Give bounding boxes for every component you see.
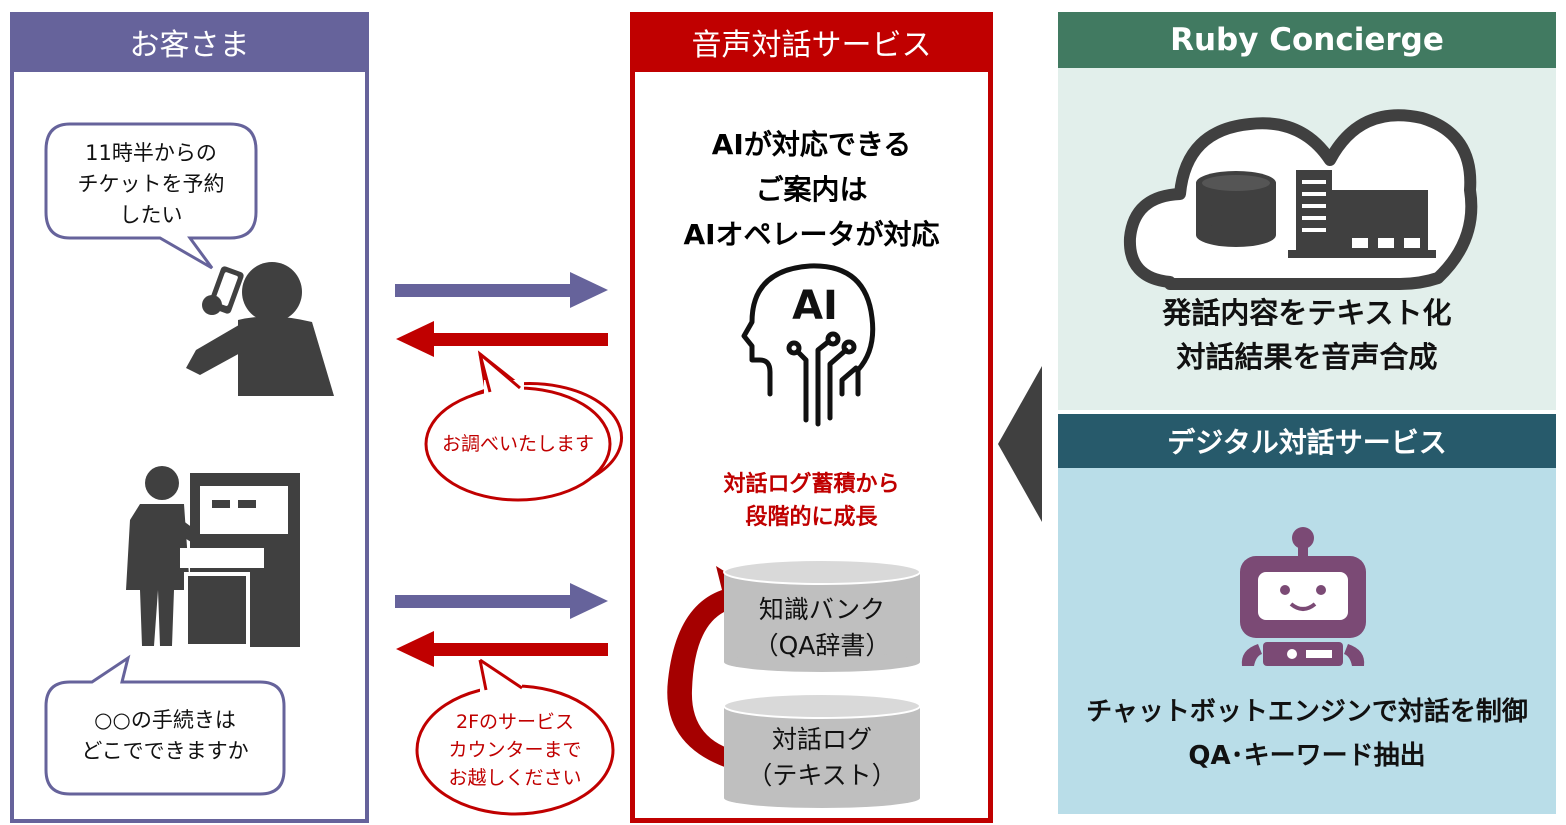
digital-description-line: チャットボットエンジンで対話を制御 (1086, 697, 1528, 727)
ai-description-line: AIオペレータが対応 (683, 218, 940, 251)
log-db-icon (723, 693, 921, 808)
digital-description-line: QA･キーワード抽出 (1188, 741, 1426, 771)
ai-icon-label: AI (792, 283, 838, 329)
ruby-description-line: 発話内容をテキスト化 (1162, 296, 1452, 330)
response-text-1: お調べいたします (441, 433, 594, 455)
customer-question-line: ○○の手続きは (94, 708, 236, 732)
digital-service-header: デジタル対話サービス (1058, 414, 1556, 468)
connector-triangle (998, 366, 1042, 522)
customer-request-line: チケットを予約 (77, 172, 225, 196)
knowledge-db-line: （QA辞書） (753, 631, 891, 660)
knowledge-db-label: 知識バンク （QA辞書） (724, 592, 920, 664)
robot-icon (1240, 527, 1366, 666)
arrow-to-service-2 (395, 583, 608, 619)
customer-request-text: 11時半からの チケットを予約 したい (48, 138, 254, 231)
ruby-description: 発話内容をテキスト化 対話結果を音声合成 (1058, 291, 1556, 379)
digital-description: チャットボットエンジンで対話を制御 QA･キーワード抽出 (1058, 690, 1556, 778)
growth-description: 対話ログ蓄積から 段階的に成長 (640, 468, 983, 534)
ai-description-line: ご案内は (755, 173, 868, 206)
customer-question-line: どこでできますか (81, 739, 249, 763)
phone-person-icon (186, 262, 334, 396)
kiosk-person-icon (126, 466, 300, 648)
arrow-to-customer-2 (396, 631, 608, 667)
customer-request-line: したい (119, 203, 183, 227)
customer-request-line: 11時半からの (85, 141, 217, 165)
growth-line: 段階的に成長 (745, 505, 878, 530)
knowledge-db-line: 知識バンク (758, 595, 886, 624)
speech-bubble-bottom (44, 654, 286, 796)
ruby-description-line: 対話結果を音声合成 (1176, 340, 1438, 374)
response-line: カウンターまで (448, 739, 582, 761)
response-line: お越しください (448, 767, 582, 789)
ai-operator-description: AIが対応できる ご案内は AIオペレータが対応 (640, 122, 983, 257)
growth-line: 対話ログ蓄積から (723, 472, 900, 497)
cloud-icon (1123, 109, 1478, 290)
response-line: 2Fのサービス (455, 711, 575, 733)
ai-description-line: AIが対応できる (711, 128, 912, 161)
knowledge-db-icon (723, 559, 921, 672)
customer-question-text: ○○の手続きは どこでできますか (48, 705, 282, 767)
response-text-2: 2Fのサービス カウンターまで お越しください (420, 708, 610, 792)
ai-head-icon (741, 263, 876, 427)
speech-bubble-top (44, 122, 258, 270)
log-db-label: 対話ログ （テキスト） (724, 722, 920, 794)
voice-service-header: 音声対話サービス (630, 12, 993, 72)
arrow-to-customer-1 (396, 321, 608, 357)
log-db-line: 対話ログ (771, 725, 872, 754)
ruby-concierge-header: Ruby Concierge (1058, 12, 1556, 68)
log-db-line: （テキスト） (747, 761, 897, 790)
arrow-to-service-1 (395, 272, 608, 308)
customer-header: お客さま (10, 12, 369, 72)
